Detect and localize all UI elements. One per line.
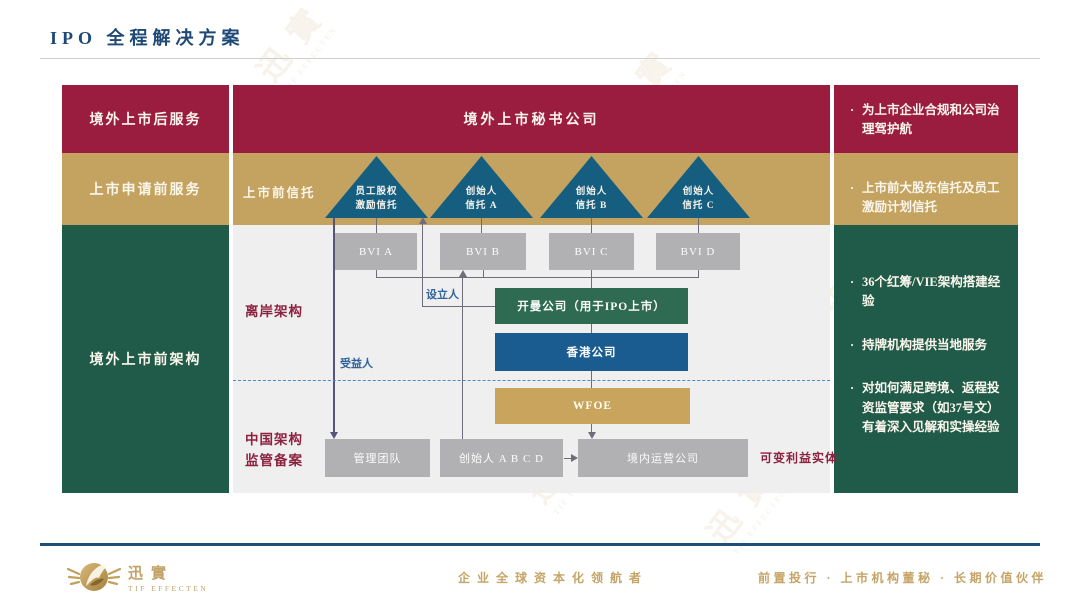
beneficiary-line — [333, 218, 335, 433]
bullet-text: 为上市企业合规和公司治理驾护航 — [862, 103, 1000, 137]
arrow-up-icon — [458, 270, 467, 277]
company-logo-name: 迅實 — [128, 566, 175, 582]
bvi-c-box: BVI C — [549, 233, 634, 270]
left-row-pre-listing-structure: 境外上市前架构 — [62, 225, 229, 493]
bvi-c-label: BVI C — [574, 245, 609, 258]
settlor-line-founders — [462, 276, 463, 439]
triangle-label: 创始人 — [465, 187, 498, 198]
secretary-company-bar: 境外上市秘书公司 — [233, 85, 830, 153]
bullet-marker: · — [850, 181, 855, 195]
beneficiary-label: 受益人 — [340, 358, 373, 370]
connector-line — [564, 458, 572, 459]
connector-line — [591, 371, 592, 388]
arrow-down-icon — [587, 432, 596, 439]
left-row-label: 上市申请前服务 — [89, 183, 202, 198]
connector-line — [376, 270, 377, 277]
company-logo-icon — [66, 556, 122, 605]
bvi-d-box: BVI D — [656, 233, 740, 270]
china-structure-line1: 中国架构 — [245, 432, 303, 447]
page-title: IPO 全程解决方案 — [50, 28, 245, 48]
connector-line — [376, 218, 377, 233]
bullet-marker: · — [850, 103, 855, 117]
right-panel-post-listing: · 为上市企业合规和公司治理驾护航 — [834, 85, 1018, 153]
triangle-label: 创始人 — [682, 187, 715, 198]
triangle-label: 信托 A — [465, 200, 498, 211]
footer-slogan-right: 前置投行 · 上市机构董秘 · 长期价值伙伴 — [757, 571, 1047, 585]
vie-label: 可变利益实体 — [760, 451, 839, 465]
management-team-label: 管理团队 — [353, 453, 402, 465]
footer-slogan-center: 企业全球资本化领航者 — [458, 571, 649, 585]
cayman-company-box: 开曼公司（用于IPO上市） — [495, 288, 688, 324]
offshore-onshore-divider — [233, 380, 830, 381]
connector-line — [591, 324, 592, 333]
bvi-b-label: BVI B — [465, 245, 501, 258]
bullet-marker: · — [850, 337, 855, 352]
bvi-a-box: BVI A — [335, 233, 417, 270]
left-row-label: 境外上市前架构 — [89, 353, 202, 368]
settlor-line-cayman — [422, 306, 495, 307]
bullet-text: 持牌机构提供当地服务 — [862, 337, 988, 352]
domestic-opco-box: 境内运营公司 — [578, 439, 748, 477]
connector-line — [698, 218, 699, 233]
connector-line — [483, 270, 484, 277]
bvi-b-box: BVI B — [440, 233, 526, 270]
footer-divider — [40, 543, 1040, 546]
triangle-label: 激励信托 — [355, 200, 398, 211]
china-structure-line2: 监管备案 — [245, 452, 303, 468]
bullet-text: 36个红筹/VIE架构搭建经验 — [862, 275, 1001, 309]
management-team-box: 管理团队 — [325, 439, 430, 477]
arrow-up-icon — [418, 217, 427, 224]
left-row-post-listing: 境外上市后服务 — [62, 85, 229, 153]
settlor-label: 设立人 — [426, 289, 459, 301]
company-logo-caption: TIF EFFECTEN — [128, 584, 209, 593]
hongkong-company-label: 香港公司 — [566, 347, 617, 359]
connector-line — [698, 270, 699, 277]
offshore-structure-label: 离岸架构 — [245, 304, 303, 319]
triangle-label: 信托 C — [682, 200, 715, 211]
connector-line — [591, 270, 592, 288]
secretary-company-label: 境外上市秘书公司 — [463, 113, 600, 128]
triangle-label: 创始人 — [575, 187, 608, 198]
settlor-line-cayman — [422, 224, 423, 306]
connector-line — [481, 218, 482, 233]
founders-box: 创始人 A B C D — [440, 439, 563, 477]
china-structure-label: 中国架构 监管备案 — [245, 430, 303, 472]
connector-line — [591, 424, 592, 433]
bullet-marker: · — [850, 381, 855, 396]
bvi-a-label: BVI A — [358, 245, 394, 258]
arrow-right-icon — [571, 454, 578, 462]
cayman-company-label: 开曼公司（用于IPO上市） — [517, 301, 666, 313]
bullet-text: 对如何满足跨境、返程投资监管要求（如37号文）有着深入见解和实操经验 — [862, 381, 1000, 434]
triangle-label: 信托 B — [575, 200, 608, 211]
pre-ipo-trust-label: 上市前信托 — [243, 186, 316, 200]
arrow-down-icon — [329, 432, 338, 439]
triangle-label: 员工股权 — [355, 187, 398, 198]
founders-label: 创始人 A B C D — [459, 453, 544, 465]
connector-bus — [376, 277, 699, 278]
hongkong-company-box: 香港公司 — [495, 333, 688, 371]
left-row-pre-application: 上市申请前服务 — [62, 153, 229, 225]
wfoe-label: WFOE — [572, 400, 613, 412]
bullet-text: 上市前大股东信托及员工激励计划信托 — [862, 181, 1000, 215]
connector-line — [591, 218, 592, 233]
domestic-opco-label: 境内运营公司 — [627, 453, 699, 465]
right-panel-structure: · 36个红筹/VIE架构搭建经验 · 持牌机构提供当地服务 · 对如何满足跨境、返程… — [834, 225, 1018, 493]
left-row-label: 境外上市后服务 — [89, 113, 202, 128]
right-panel-pre-application: · 上市前大股东信托及员工激励计划信托 — [834, 153, 1018, 225]
title-divider — [40, 58, 1040, 59]
wfoe-box: WFOE — [495, 388, 690, 424]
bvi-d-label: BVI D — [680, 245, 716, 258]
bullet-marker: · — [850, 275, 855, 289]
